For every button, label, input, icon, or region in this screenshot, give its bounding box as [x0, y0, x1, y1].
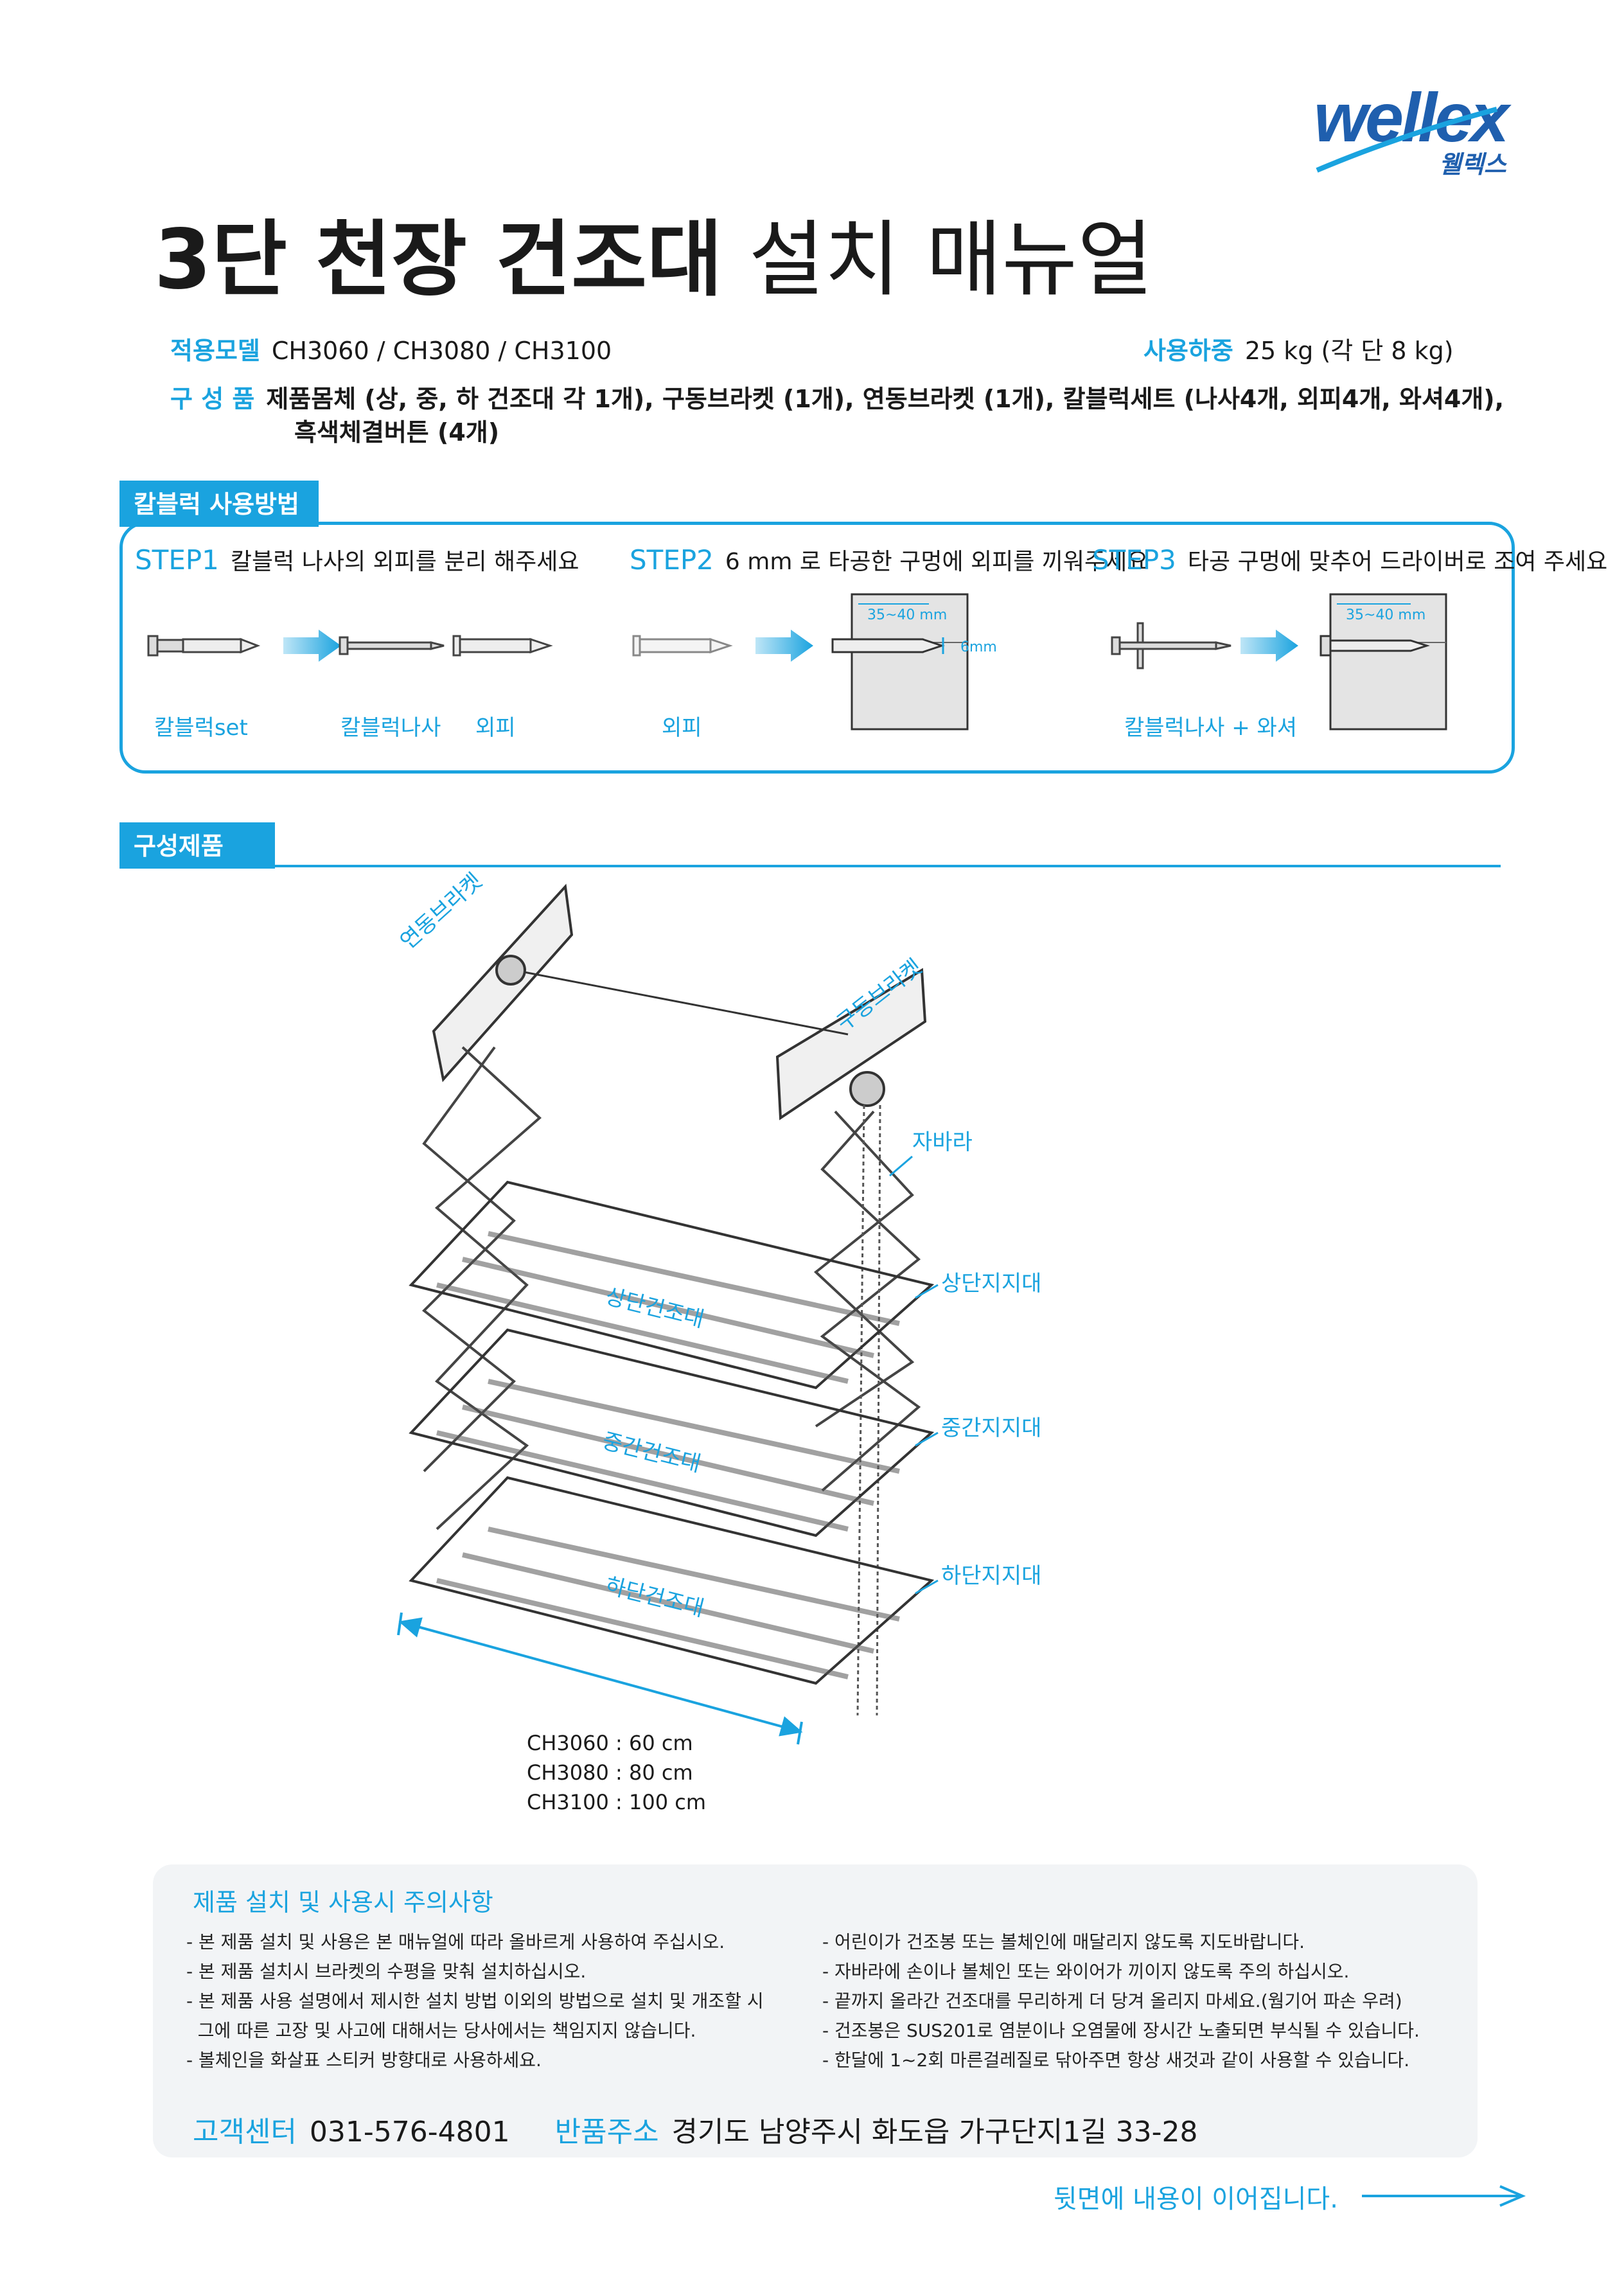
step2: STEP2 6 mm 로 타공한 구멍에 외피를 끼워주세요 — [630, 543, 1148, 576]
return-address: 경기도 남양주시 화도읍 가구단지1길 33-28 — [671, 2116, 1198, 2148]
step3-text: 타공 구멍에 맞추어 드라이버로 조여 주세요 — [1187, 549, 1608, 575]
note-item: 그에 따른 고장 및 사고에 대해서는 당사에서는 책임지지 않습니다. — [186, 2020, 696, 2041]
brand-logo-sub: 웰렉스 — [1439, 150, 1506, 179]
step1-text: 칼블럭 나사의 외피를 분리 해주세요 — [230, 549, 579, 575]
dim-depth-label-2: 35~40 mm — [1346, 607, 1426, 623]
screw-washer-icon — [1111, 622, 1231, 669]
caption-screw-washer: 칼블럭나사 + 와셔 — [1124, 715, 1298, 741]
anchor-set-icon — [147, 635, 261, 657]
note-item: - 한달에 1~2회 마른걸레질로 닦아주면 항상 새것과 같이 사용할 수 있… — [822, 2049, 1410, 2071]
anchor-illustrations — [147, 593, 1447, 730]
step-arrow-icon — [755, 630, 813, 662]
dim-depth-label: 35~40 mm — [867, 607, 948, 623]
note-item: - 볼체인을 화살표 스티커 방향대로 사용하세요. — [186, 2049, 542, 2071]
components-line1: 제품몸체 (상, 중, 하 건조대 각 1개), 구동브라켓 (1개), 연동브… — [266, 385, 1505, 413]
components-line2: 흑색체결버튼 (4개) — [294, 418, 500, 447]
size-list: CH3060 : 60 cm CH3080 : 80 cm CH3100 : 1… — [527, 1728, 706, 1817]
size-ch3080: CH3080 : 80 cm — [527, 1760, 693, 1785]
wall-hole-icon — [831, 593, 969, 730]
caption-anchor-screw: 칼블럭나사 — [340, 715, 441, 741]
caption-sleeve: 외피 — [475, 715, 516, 741]
model-value: CH3060 / CH3080 / CH3100 — [271, 337, 612, 365]
load-value: 25 kg (각 단 8 kg) — [1244, 337, 1454, 365]
components-spec-2: 흑색체결버튼 (4개) — [294, 412, 499, 448]
label-upper-support: 상단지지대 — [941, 1271, 1042, 1297]
label-chain: 자바라 — [912, 1129, 973, 1155]
step1-label: STEP1 — [135, 544, 219, 576]
cs-phone: 031-576-4801 — [309, 2116, 510, 2148]
notes-left: - 본 제품 설치 및 사용은 본 매뉴얼에 따라 올바르게 사용하여 주십시오… — [186, 1927, 764, 2075]
rack-diagram — [397, 883, 939, 1745]
width-dimension-line — [401, 1621, 800, 1733]
note-item: - 본 제품 사용 설명에서 제시한 설치 방법 이외의 방법으로 설치 및 개… — [186, 1990, 764, 2012]
continue-text: 뒷면에 내용이 이어집니다. — [1054, 2184, 1338, 2214]
parts-section-tab: 구성제품 — [119, 822, 275, 869]
label-low-support: 하단지지대 — [941, 1563, 1042, 1589]
step1: STEP1 칼블럭 나사의 외피를 분리 해주세요 — [135, 543, 579, 576]
label-mid-support: 중간지지대 — [941, 1415, 1042, 1441]
note-item: - 끝까지 올라간 건조대를 무리하게 더 당겨 올리지 마세요.(웜기어 파손… — [822, 1990, 1402, 2012]
caption-sleeve-2: 외피 — [662, 715, 702, 741]
notes-title: 제품 설치 및 사용시 주의사항 — [193, 1888, 493, 1917]
title-light: 설치 매뉴얼 — [748, 212, 1153, 308]
size-ch3060: CH3060 : 60 cm — [527, 1731, 693, 1755]
contact-line: 고객센터 031-576-4801 반품주소 경기도 남양주시 화도읍 가구단지1길 … — [193, 2109, 1198, 2150]
step3-label: STEP3 — [1092, 544, 1176, 576]
note-item: - 어린이가 건조봉 또는 볼체인에 매달리지 않도록 지도바랍니다. — [822, 1931, 1305, 1952]
notes-panel — [153, 1864, 1478, 2157]
note-item: - 본 제품 설치시 브라켓의 수평을 맞춰 설치하십시오. — [186, 1961, 587, 1982]
anchor-screw-icon — [339, 636, 445, 655]
size-ch3100: CH3100 : 100 cm — [527, 1790, 706, 1814]
parts-section-line — [119, 865, 1501, 867]
drive-bracket-shape — [775, 968, 927, 1120]
note-item: - 자바라에 손이나 볼체인 또는 와이어가 끼이지 않도록 주의 하십시오. — [822, 1961, 1350, 1982]
anchor-steps-box — [119, 522, 1515, 774]
cs-label: 고객센터 — [193, 2116, 297, 2148]
logo-swoosh-icon — [1316, 107, 1498, 173]
dim-hole-label: 6mm — [960, 639, 997, 655]
page-title: 3단 천장 건조대 설치 매뉴얼 — [154, 193, 1153, 312]
notes-right: - 어린이가 건조봉 또는 볼체인에 매달리지 않도록 지도바랍니다. - 자바… — [822, 1927, 1420, 2075]
wall-installed-icon — [1320, 593, 1447, 730]
anchor-sleeve-icon-2 — [632, 635, 733, 657]
load-spec: 사용하중 25 kg (각 단 8 kg) — [1143, 331, 1454, 366]
title-bold: 3단 천장 건조대 — [154, 212, 723, 308]
step2-label: STEP2 — [630, 544, 714, 576]
note-item: - 본 제품 설치 및 사용은 본 매뉴얼에 따라 올바르게 사용하여 주십시오… — [186, 1931, 725, 1952]
load-label: 사용하중 — [1143, 337, 1233, 365]
step3: STEP3 타공 구멍에 맞추어 드라이버로 조여 주세요 — [1092, 543, 1607, 576]
return-label: 반품주소 — [554, 2116, 659, 2148]
components-spec: 구 성 품 제품몸체 (상, 중, 하 건조대 각 1개), 구동브라켓 (1개)… — [170, 379, 1504, 414]
note-item: - 건조봉은 SUS201로 염분이나 오염물에 장시간 노출되면 부식될 수 … — [822, 2020, 1420, 2041]
components-label: 구 성 품 — [170, 385, 255, 413]
anchor-section-tab: 칼블럭 사용방법 — [119, 481, 319, 527]
step-arrow-icon — [283, 630, 341, 662]
model-spec: 적용모델 CH3060 / CH3080 / CH3100 — [170, 331, 612, 366]
arrow-right-icon — [1362, 2185, 1526, 2207]
anchor-sleeve-icon — [452, 635, 553, 657]
step-arrow-icon — [1240, 630, 1298, 662]
model-label: 적용모델 — [170, 337, 260, 365]
step2-text: 6 mm 로 타공한 구멍에 외피를 끼워주세요 — [725, 549, 1149, 575]
caption-anchor-set: 칼블럭set — [154, 715, 248, 741]
